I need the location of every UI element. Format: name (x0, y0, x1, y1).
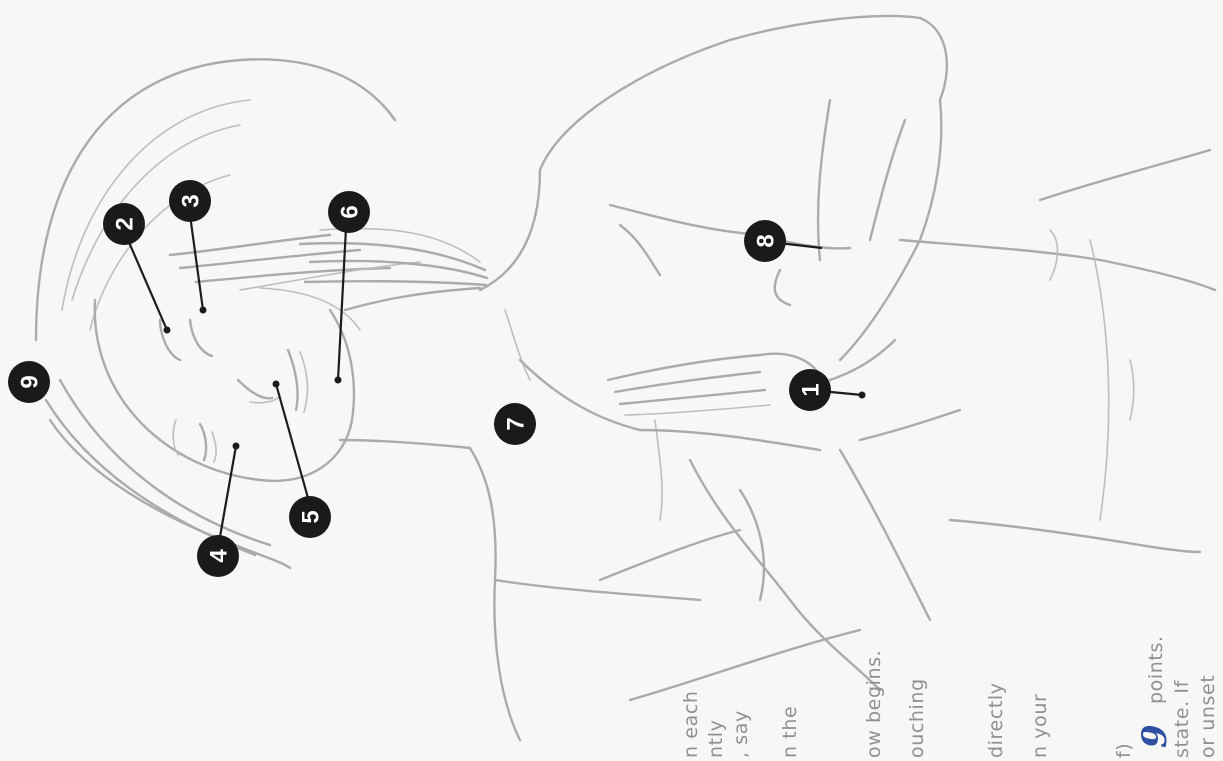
text-fragment: n the (779, 706, 801, 758)
text-fragment: n your (1029, 694, 1051, 758)
badge-8: 8 (744, 220, 786, 262)
badge-6-label: 6 (337, 205, 364, 218)
figure-line-drawing (36, 16, 1215, 740)
text-fragment: points. (1145, 635, 1167, 704)
badge-3-label: 3 (178, 194, 205, 207)
badge-5: 5 (289, 496, 331, 538)
badge-8-label: 8 (753, 234, 780, 247)
text-fragment: n each (680, 690, 702, 758)
text-fragment: ow begins. (863, 650, 885, 758)
handwritten-nine: 9 (1135, 724, 1175, 748)
text-fragment: ouching (906, 678, 928, 758)
badge-3: 3 (169, 180, 211, 222)
badge-7-label: 7 (503, 417, 530, 430)
text-fragment: directly (985, 682, 1007, 758)
text-fragment: or unset (1197, 675, 1219, 758)
badge-1-label: 1 (798, 383, 825, 396)
page-text-fragments: n each ntly , say n the ow begins. ouchi… (680, 635, 1219, 758)
text-fragment: ntly (705, 720, 727, 758)
badge-6: 6 (328, 191, 370, 233)
badge-9: 9 (8, 361, 50, 403)
badge-2: 2 (103, 203, 145, 245)
badge-4-label: 4 (206, 549, 233, 563)
badge-4: 4 (197, 535, 239, 577)
badge-2-label: 2 (112, 217, 139, 230)
text-fragment: f) (1113, 743, 1135, 758)
badge-9-label: 9 (17, 375, 44, 388)
badge-5-label: 5 (298, 510, 325, 523)
text-fragment: , say (730, 710, 752, 758)
badge-1: 1 (789, 369, 831, 411)
badge-7: 7 (494, 403, 536, 445)
